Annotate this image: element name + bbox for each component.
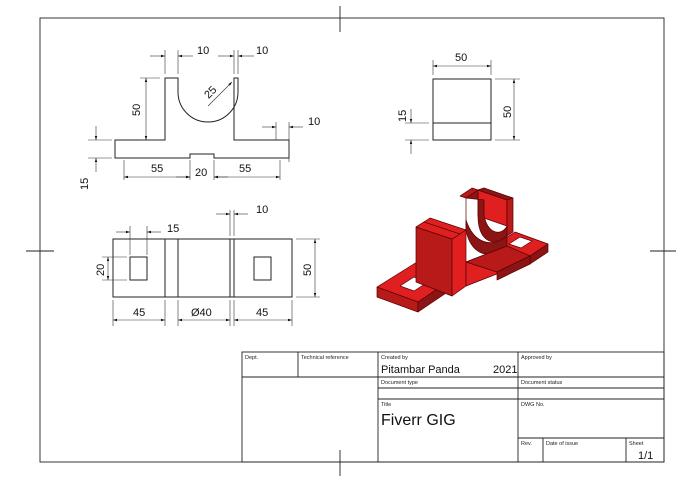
tb-created-by: Pitambar Panda: [381, 364, 461, 376]
tb-sheet: 1/1: [638, 450, 653, 462]
dim-side-height: 50: [502, 106, 514, 118]
dim-bottom-right: 55: [239, 163, 251, 175]
side-view: 50 50 15: [397, 52, 520, 154]
side-view-outline: [432, 78, 492, 141]
isometric-view: [376, 187, 549, 313]
dim-side-width: 50: [455, 52, 467, 64]
dim-side-base: 15: [397, 110, 409, 122]
dim-base: 15: [79, 178, 91, 190]
dim-slot-height: 20: [95, 264, 107, 276]
tb-year: 2021: [493, 364, 517, 376]
dim-bore: Ø40: [191, 307, 212, 319]
dim-bottom-mid: 20: [195, 167, 207, 179]
tb-doc-type-label: Document type: [381, 380, 418, 386]
tb-dwg-no-label: DWG No.: [521, 402, 545, 408]
tb-sheet-label: Sheet: [629, 441, 644, 447]
tb-rev-label: Rev.: [521, 441, 532, 447]
dim-side: 10: [308, 116, 320, 128]
dim-radius: 25: [202, 84, 219, 101]
tb-date-label: Date of issue: [546, 441, 578, 447]
tb-created-by-label: Created by: [381, 355, 408, 361]
dim-height: 50: [131, 104, 143, 116]
front-view-outline: [114, 77, 290, 159]
tb-dept-label: Dept.: [245, 355, 259, 361]
dim-depth: 50: [302, 264, 314, 276]
dim-left-45: 45: [133, 307, 145, 319]
dim-top-10: 10: [256, 204, 268, 216]
tb-doc-status-label: Document status: [521, 380, 563, 386]
tb-title-label: Title: [381, 402, 391, 408]
tb-approved-by-label: Approved by: [521, 355, 552, 361]
dim-top-right: 10: [256, 45, 268, 57]
top-view-slot-right: [253, 256, 272, 281]
title-block: Dept. Technical reference Created by Pit…: [241, 351, 665, 463]
dim-bottom-left: 55: [151, 163, 163, 175]
top-view: 15 10 20 50 45 Ø40 45: [95, 204, 320, 326]
top-view-slot-left: [129, 256, 148, 281]
dim-right-45: 45: [256, 307, 268, 319]
tb-tech-ref-label: Technical reference: [301, 355, 349, 361]
dim-top-left: 10: [197, 45, 209, 57]
tb-title: Fiverr GIG: [381, 412, 456, 429]
sheet-border: [39, 17, 665, 463]
dim-slot: 15: [167, 223, 179, 235]
front-view: 10 10 25 50 15 10 55 20 55: [79, 45, 320, 190]
top-view-outline: [112, 238, 293, 298]
